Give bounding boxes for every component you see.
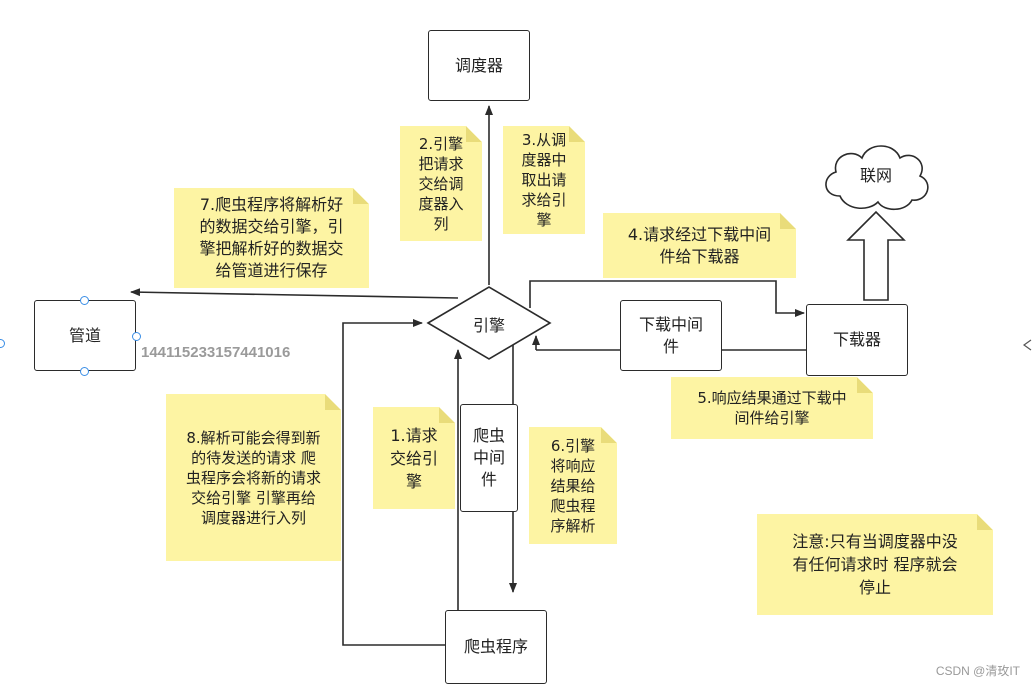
cloud-shape: [825, 145, 929, 211]
edge-arrow-icon: [1022, 339, 1032, 351]
selection-handle-top[interactable]: [80, 296, 89, 305]
arrow-engine-to-downloader: [529, 280, 805, 317]
element-id-label: 1441152331574410​16: [141, 344, 291, 361]
scheduler-box[interactable]: 调度器: [428, 30, 530, 101]
pipeline-box[interactable]: 管道: [34, 300, 136, 371]
note-step-7: 7.爬虫程序将解析好 的数据交给引擎，引 擎把解析好的数据交 给管道进行保存: [174, 188, 369, 288]
arrow-engine-to-pipeline: [130, 288, 459, 299]
internet-label: 联网: [859, 166, 892, 185]
up-arrow-shape: [846, 210, 906, 301]
downloader-middleware-box[interactable]: 下载中间件: [620, 300, 722, 371]
spider-box[interactable]: 爬虫程序: [445, 610, 547, 684]
note-step-8: 8.解析可能会得到新 的待发送的请求 爬 虫程序会将新的请求 交给引擎 引擎再给…: [166, 394, 341, 561]
note-step-1: 1.请求 交给引 擎: [373, 407, 455, 509]
selection-handle-right[interactable]: [132, 332, 141, 341]
engine-label: 引擎: [472, 316, 505, 335]
downloader-box[interactable]: 下载器: [806, 304, 908, 376]
arrow-spider-to-engine-loop: [342, 319, 445, 646]
watermark: CSDN @清玫IT: [935, 664, 1020, 678]
note-step-2: 2.引擎 把请求 交给调 度器入 列: [400, 126, 482, 241]
note-step-5: 5.响应结果通过下载中 间件给引擎: [671, 377, 873, 439]
note-step-6: 6.引擎 将响应 结果给 爬虫程 序解析: [529, 427, 617, 544]
note-step-4: 4.请求经过下载中间 件给下载器: [603, 213, 796, 278]
note-caution: 注意:只有当调度器中没 有任何请求时 程序就会 停止: [757, 514, 993, 615]
selection-handle-left[interactable]: [0, 339, 5, 348]
selection-handle-bottom[interactable]: [80, 367, 89, 376]
spider-middleware-box[interactable]: 爬虫中间件: [460, 404, 518, 512]
engine-diamond: [426, 286, 552, 360]
note-step-3: 3.从调 度器中 取出请 求给引 擎: [503, 126, 585, 234]
